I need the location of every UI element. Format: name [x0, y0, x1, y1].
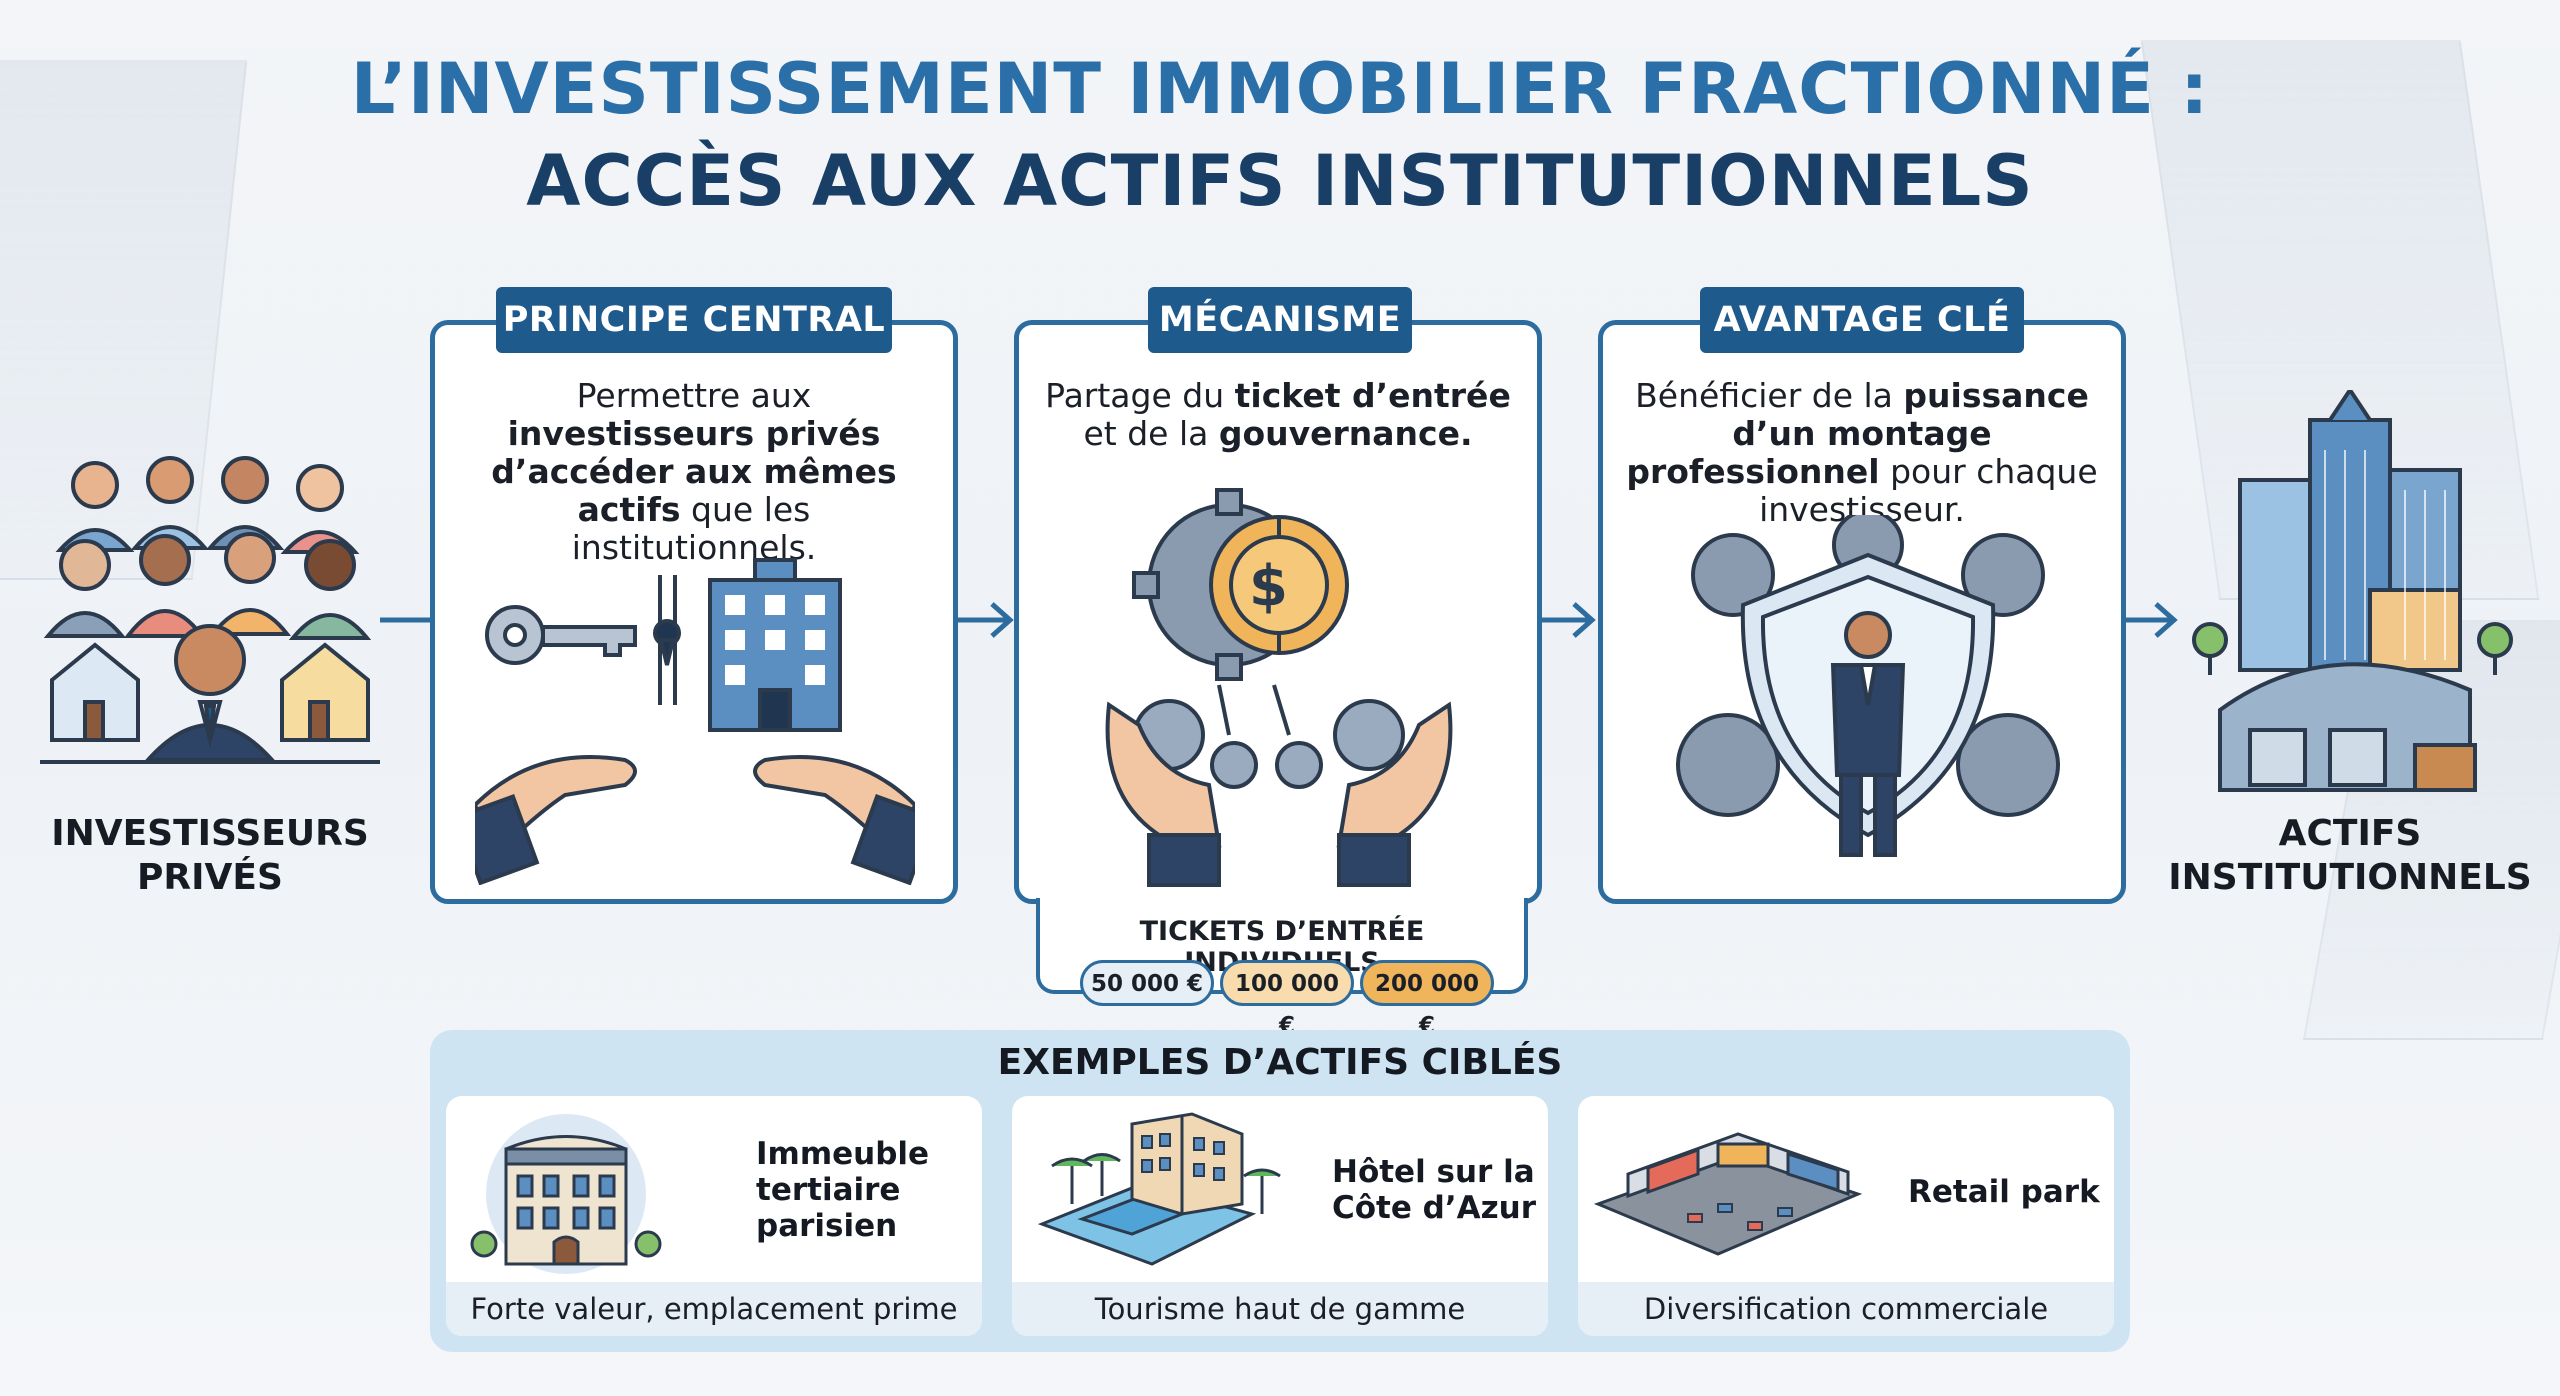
mechanism-text-part: et de la: [1083, 414, 1219, 453]
target-assets-section: EXEMPLES D’ACTIFS CIBLÉS Immeuble tertia…: [430, 1030, 2130, 1352]
principle-text: Permettre aux investisseurs privés d’acc…: [455, 377, 933, 567]
principle-text-highlight: investisseurs privés d’accéder aux mêmes…: [491, 414, 897, 529]
private-investors-label: INVESTISSEURS PRIVÉS: [40, 812, 380, 900]
institutional-assets-label-line1: ACTIFS: [2278, 813, 2422, 854]
example-caption-riviera-hotel: Tourisme haut de gamme: [1012, 1282, 1548, 1336]
ticket-amount-pill: 100 000 €: [1220, 960, 1354, 1039]
entry-tickets-title: TICKETS D’ENTRÉE INDIVIDUELS: [1139, 916, 1425, 978]
arrow-right-icon: [2122, 602, 2178, 638]
coin-gears-hands-icon: $: [1105, 488, 1453, 887]
institutional-assets-label: ACTIFS INSTITUTIONNELS: [2160, 812, 2540, 900]
example-name-parisian-office: Immeuble tertiaire parisien: [756, 1136, 929, 1244]
example-name-line: Côte d’Azur: [1332, 1190, 1537, 1226]
example-name-line: tertiaire: [756, 1172, 901, 1208]
entry-tickets-box: TICKETS D’ENTRÉE INDIVIDUELS 50 000 € 10…: [1036, 898, 1528, 1039]
mechanism-panel: Partage du ticket d’entrée et de la gouv…: [1014, 320, 1542, 904]
example-name-line: Retail park: [1908, 1174, 2100, 1210]
ticket-amount-pill: 50 000 €: [1080, 960, 1214, 1006]
example-name-riviera-hotel: Hôtel sur la Côte d’Azur: [1332, 1154, 1536, 1226]
retail-park-icon: [1593, 1132, 1863, 1256]
institutional-assets-icon: [2192, 390, 2513, 792]
example-card-parisian-office: Immeuble tertiaire parisien Forte valeur…: [446, 1096, 982, 1336]
advantage-tag: AVANTAGE CLÉ: [1700, 287, 2024, 353]
ticket-amount-pill: 200 000 €: [1360, 960, 1494, 1039]
advantage-text: Bénéficier de la puissance d’un montage …: [1623, 377, 2101, 529]
private-investors-icon: [40, 456, 380, 764]
mechanism-tag: MÉCANISME: [1148, 287, 1412, 353]
private-investors-label-line2: PRIVÉS: [137, 857, 283, 898]
haussmann-building-icon: [470, 1114, 662, 1274]
example-name-line: parisien: [756, 1208, 898, 1244]
example-name-line: Immeuble: [756, 1136, 930, 1172]
example-name-line: Hôtel sur la: [1332, 1154, 1535, 1190]
example-name-retail-park: Retail park: [1908, 1174, 2100, 1210]
shield-gears-professional-icon: [1676, 515, 2060, 857]
page-title-line1: L’INVESTISSEMENT IMMOBILIER FRACTIONNÉ :: [350, 48, 2210, 130]
arrow-right-icon: [1540, 602, 1596, 638]
mechanism-text-highlight: ticket d’entrée: [1234, 376, 1511, 415]
page-title-line2: ACCÈS AUX ACTIFS INSTITUTIONNELS: [526, 140, 2034, 222]
connector-left-icon: [380, 617, 432, 623]
mechanism-text: Partage du ticket d’entrée et de la gouv…: [1039, 377, 1517, 453]
mechanism-text-part: Partage du: [1045, 376, 1235, 415]
advantage-panel: Bénéficier de la puissance d’un montage …: [1598, 320, 2126, 904]
advantage-text-highlight: puissance d’un montage professionnel: [1626, 376, 2089, 491]
svg-text:$: $: [1249, 554, 1288, 619]
key-hands-building-icon: [475, 558, 915, 885]
example-card-retail-park: Retail park Diversification commerciale: [1578, 1096, 2114, 1336]
arrow-right-icon: [958, 602, 1014, 638]
principle-text-part: Permettre aux: [576, 376, 812, 415]
principle-panel: Permettre aux investisseurs privés d’acc…: [430, 320, 958, 904]
target-assets-title: EXEMPLES D’ACTIFS CIBLÉS: [997, 1042, 1563, 1083]
private-investors-label-line1: INVESTISSEURS: [51, 813, 369, 854]
advantage-text-part: Bénéficier de la: [1635, 376, 1904, 415]
example-caption-parisian-office: Forte valeur, emplacement prime: [446, 1282, 982, 1336]
principle-tag: PRINCIPE CENTRAL: [496, 287, 892, 353]
institutional-assets-label-line2: INSTITUTIONNELS: [2168, 857, 2532, 898]
mechanism-text-highlight: gouvernance.: [1218, 414, 1473, 453]
seaside-hotel-icon: [1037, 1112, 1281, 1266]
example-caption-retail-park: Diversification commerciale: [1578, 1282, 2114, 1336]
example-card-riviera-hotel: Hôtel sur la Côte d’Azur Tourisme haut d…: [1012, 1096, 1548, 1336]
